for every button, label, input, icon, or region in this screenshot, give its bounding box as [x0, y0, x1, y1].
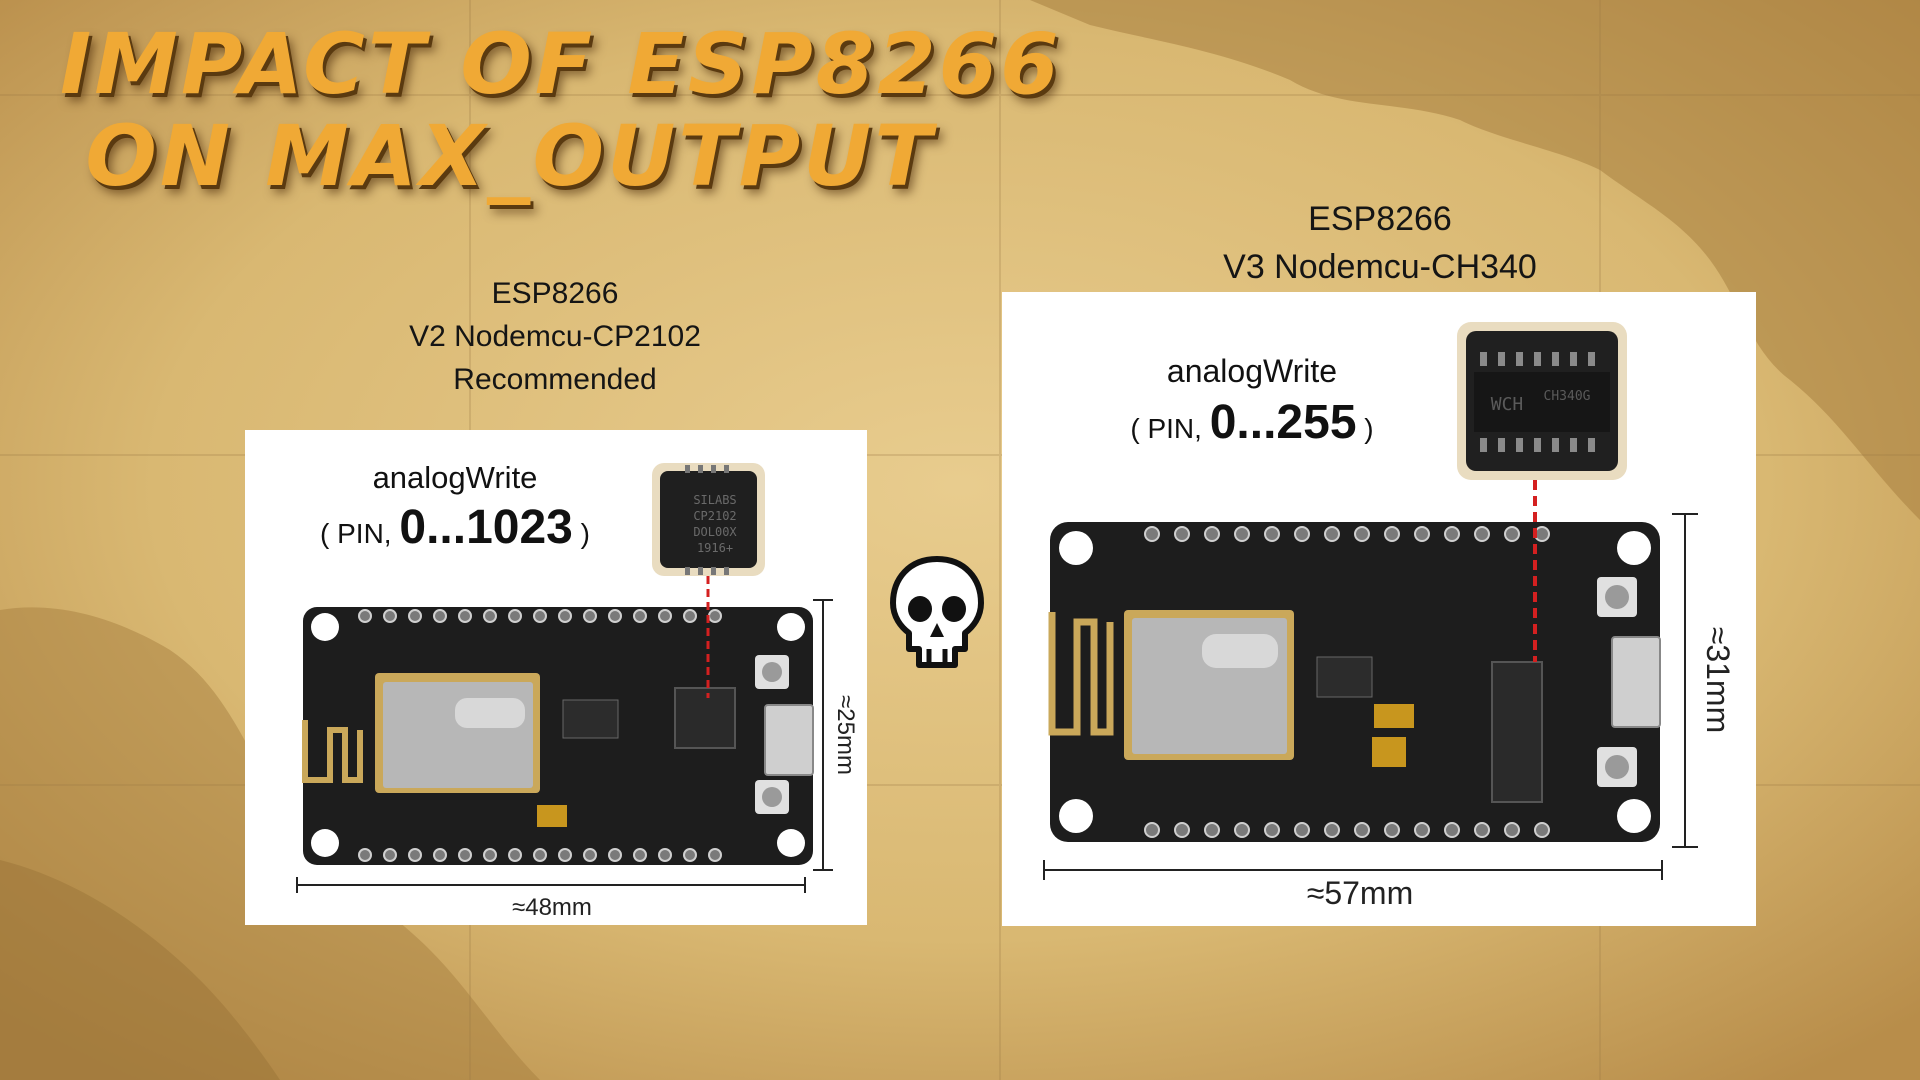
- left-function-name: analogWrite: [372, 460, 538, 495]
- left-chip-text-4: 1916+: [697, 541, 733, 555]
- left-board-caption: ESP8266 V2 Nodemcu-CP2102 Recommended: [330, 272, 780, 401]
- right-board-caption: ESP8266 V3 Nodemcu-CH340: [1140, 195, 1620, 291]
- left-board-image: SILABS CP2102 DOL00X 1916+ ≈48mm ≈25mm: [296, 463, 859, 921]
- left-caption-line-3: Recommended: [453, 363, 657, 396]
- right-chip-text-1: WCH: [1491, 394, 1524, 415]
- left-analogwrite: analogWrite ( PIN, 0...1023 ): [300, 458, 610, 569]
- left-width-label: ≈48mm: [512, 894, 592, 921]
- slide-title: IMPACT OF ESP8266 ON MAX_OUTPUT: [60, 15, 1062, 205]
- left-board-card: SILABS CP2102 DOL00X 1916+ ≈48mm ≈25mm a…: [245, 430, 867, 925]
- right-caption-line-2: V3 Nodemcu-CH340: [1223, 248, 1537, 286]
- left-chip-text-1: SILABS: [693, 493, 736, 507]
- skull-icon: [890, 556, 984, 668]
- left-chip-text-2: CP2102: [693, 509, 736, 523]
- title-line-1: IMPACT OF ESP8266: [60, 15, 1062, 113]
- right-chip-text-2: CH340G: [1544, 389, 1591, 404]
- right-range-value: 0...255: [1209, 396, 1357, 449]
- right-caption-line-1: ESP8266: [1308, 200, 1452, 238]
- left-range-value: 0...1023: [399, 501, 573, 554]
- left-caption-line-2: V2 Nodemcu-CP2102: [409, 320, 701, 353]
- right-call-suffix: ): [1356, 413, 1374, 444]
- right-width-label: ≈57mm: [1307, 875, 1413, 911]
- right-analogwrite: analogWrite ( PIN, 0...255 ): [1097, 350, 1407, 465]
- right-board-card: WCH CH340G ≈57mm ≈31mm analogWrite ( PIN…: [1002, 292, 1756, 926]
- left-function-call: ( PIN, 0...1023 ): [300, 498, 610, 569]
- right-board-image: WCH CH340G ≈57mm ≈31mm: [1043, 322, 1736, 911]
- left-height-label: ≈25mm: [832, 695, 859, 775]
- right-function-name: analogWrite: [1166, 353, 1338, 389]
- title-line-2: ON MAX_OUTPUT: [85, 107, 935, 205]
- left-call-prefix: ( PIN,: [320, 518, 400, 549]
- right-function-call: ( PIN, 0...255 ): [1097, 392, 1407, 465]
- left-caption-line-1: ESP8266: [491, 277, 619, 310]
- right-height-label: ≈31mm: [1700, 627, 1736, 733]
- left-chip-text-3: DOL00X: [693, 525, 737, 539]
- left-call-suffix: ): [572, 518, 590, 549]
- right-call-prefix: ( PIN,: [1130, 413, 1210, 444]
